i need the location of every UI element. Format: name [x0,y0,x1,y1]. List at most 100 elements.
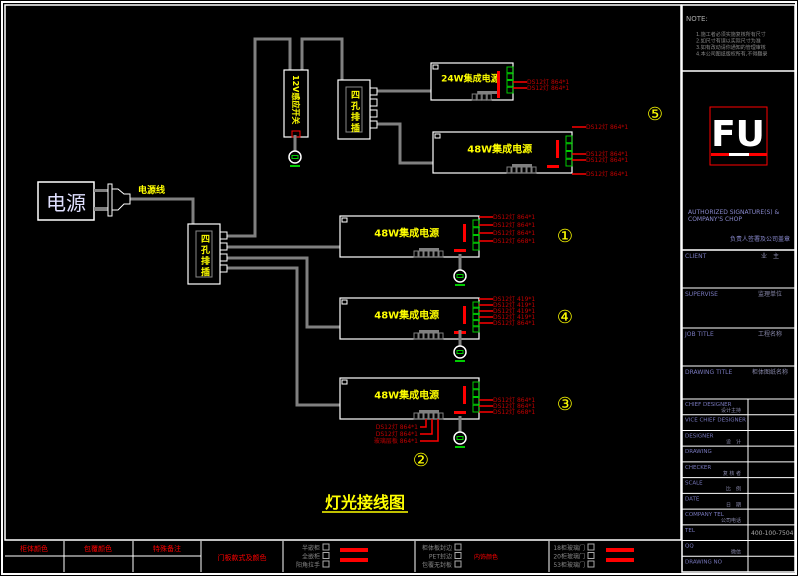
title-block-label: SUPERVISE [685,291,718,298]
lamp-label: DS12灯 864*1 [586,150,628,158]
connector-pin [472,326,480,333]
title-block-label: VICE CHIEF DESIGNER [685,418,746,424]
lamp-label: DS12灯 864*1 [493,402,535,410]
option-checkbox[interactable] [322,543,330,551]
note-item: 3.如有改动请你通知的管理审核 [696,44,766,51]
module-label: 48W集成电源 [374,309,439,322]
option-checkbox[interactable] [587,543,595,551]
option-label: 全嵌柜 [302,553,320,561]
lamp-label: DS12灯 864*1 [493,229,535,237]
wires [130,37,433,407]
title-block-cn: 比 例 [726,486,741,493]
sensor-icon [453,254,467,286]
option-checkbox[interactable] [454,552,462,559]
socket-port [369,98,378,107]
socket-port [219,242,228,251]
lamp-label: DS12灯 864*1 [493,221,535,229]
title-block-label: DRAWING NO [685,559,723,565]
option-checkbox[interactable] [454,560,462,568]
diagram-title: 灯光接线图 [325,493,405,512]
option-label: 18柜玻璃门 [553,544,585,552]
title-block-label: DRAWING [685,449,712,455]
lamp-label: DS12灯 668*1 [493,408,535,416]
connector-pin [472,397,480,405]
bottom-header: 柜体颜色 [20,544,48,553]
module-label: 48W集成电源 [467,143,532,156]
lamp-label: DS12灯 864*1 [586,170,628,178]
section-number: ④ [557,307,573,328]
module-label: 24W集成电源 [441,73,499,85]
module-label: 48W集成电源 [374,389,439,402]
note-item: 4.本公司图纸版权所有,不得翻录 [696,51,767,58]
lamp-label: DS12灯 419*1 [493,313,535,321]
strip-label: 四孔排插 [349,90,360,134]
option-label: PET封边 [429,553,452,561]
connector-pin [506,66,514,74]
title-block-cn: 复 核 者 [723,470,741,477]
section-number: ② [413,450,429,471]
lamp-label: DS12灯 864*1 [527,78,569,86]
wire [227,256,340,329]
power-source-label: 电源 [46,191,86,215]
signature-label: AUTHORIZED SIGNATURE(S) & [688,209,780,216]
option-checkbox[interactable] [322,552,330,559]
signature-cn: 负责人签署及公司盖章 [730,235,790,243]
option-checkbox[interactable] [322,560,330,568]
title-block-label: JOB TITLE [684,331,714,338]
lamp-label: DS12灯 668*1 [493,237,535,245]
option-label: 柜体板封边 [422,544,452,552]
connector-pin [472,320,480,327]
connector-pin [472,404,480,413]
sensor-icon [453,330,467,362]
connector-pin [506,86,514,94]
connector-pin [472,242,480,251]
socket-port [369,87,378,96]
title-block-value: 400-100-7504 [751,530,794,537]
connector-pin [472,227,480,235]
lamp-label: DS12灯 864*1 [586,123,628,131]
signature-label: COMPANY'S CHOP [688,216,742,223]
interior-color-label: 内饰颜色 [474,553,498,561]
power-strip-upper: 四孔排插 [337,79,378,140]
title-block-value: 工程名称 [758,330,782,338]
lamp-label: 玻璃层板 864*1 [374,437,418,445]
connector-pin [565,135,573,144]
plug-icon [107,183,113,217]
option-checkbox[interactable] [454,543,462,551]
connector-pin [472,219,480,228]
wire [227,37,292,238]
title-block-cn: 日 期 [726,502,741,508]
lamp-label: DS12灯 864*1 [376,423,418,431]
power-strip-main: 四孔排插 [187,223,228,285]
lamp-label: DS12灯 864*1 [586,156,628,164]
module-label: 48W集成电源 [374,227,439,240]
connector-pin [506,73,514,80]
option-label: 包覆无封板 [422,561,452,569]
connector-pin [565,151,573,159]
socket-port [219,253,228,262]
connector-pin [472,313,480,321]
wire [130,197,195,224]
option-label: 半嵌柜 [302,544,320,552]
note-title: NOTE: [686,15,708,23]
title-block-value: 柜体图纸名称 [752,368,788,376]
option-label: 阳角拉手 [296,561,320,569]
connector-pin [472,389,480,397]
wire [377,122,433,165]
title-block-label: TEL [684,528,696,534]
sensor-icon [288,135,302,167]
connector-pin [472,235,480,243]
lamp-label: DS12灯 864*1 [493,319,535,327]
option-checkbox[interactable] [587,560,595,568]
socket-port [369,109,378,118]
title-block-value: 监理单位 [758,290,782,298]
title-block-label: SCALE [685,481,703,487]
option-label: 20柜玻璃门 [553,553,585,561]
title-block-label: DATE [685,496,700,502]
option-checkbox[interactable] [587,552,595,559]
strip-label: 四孔排插 [199,234,210,278]
connector-pin [472,301,480,308]
